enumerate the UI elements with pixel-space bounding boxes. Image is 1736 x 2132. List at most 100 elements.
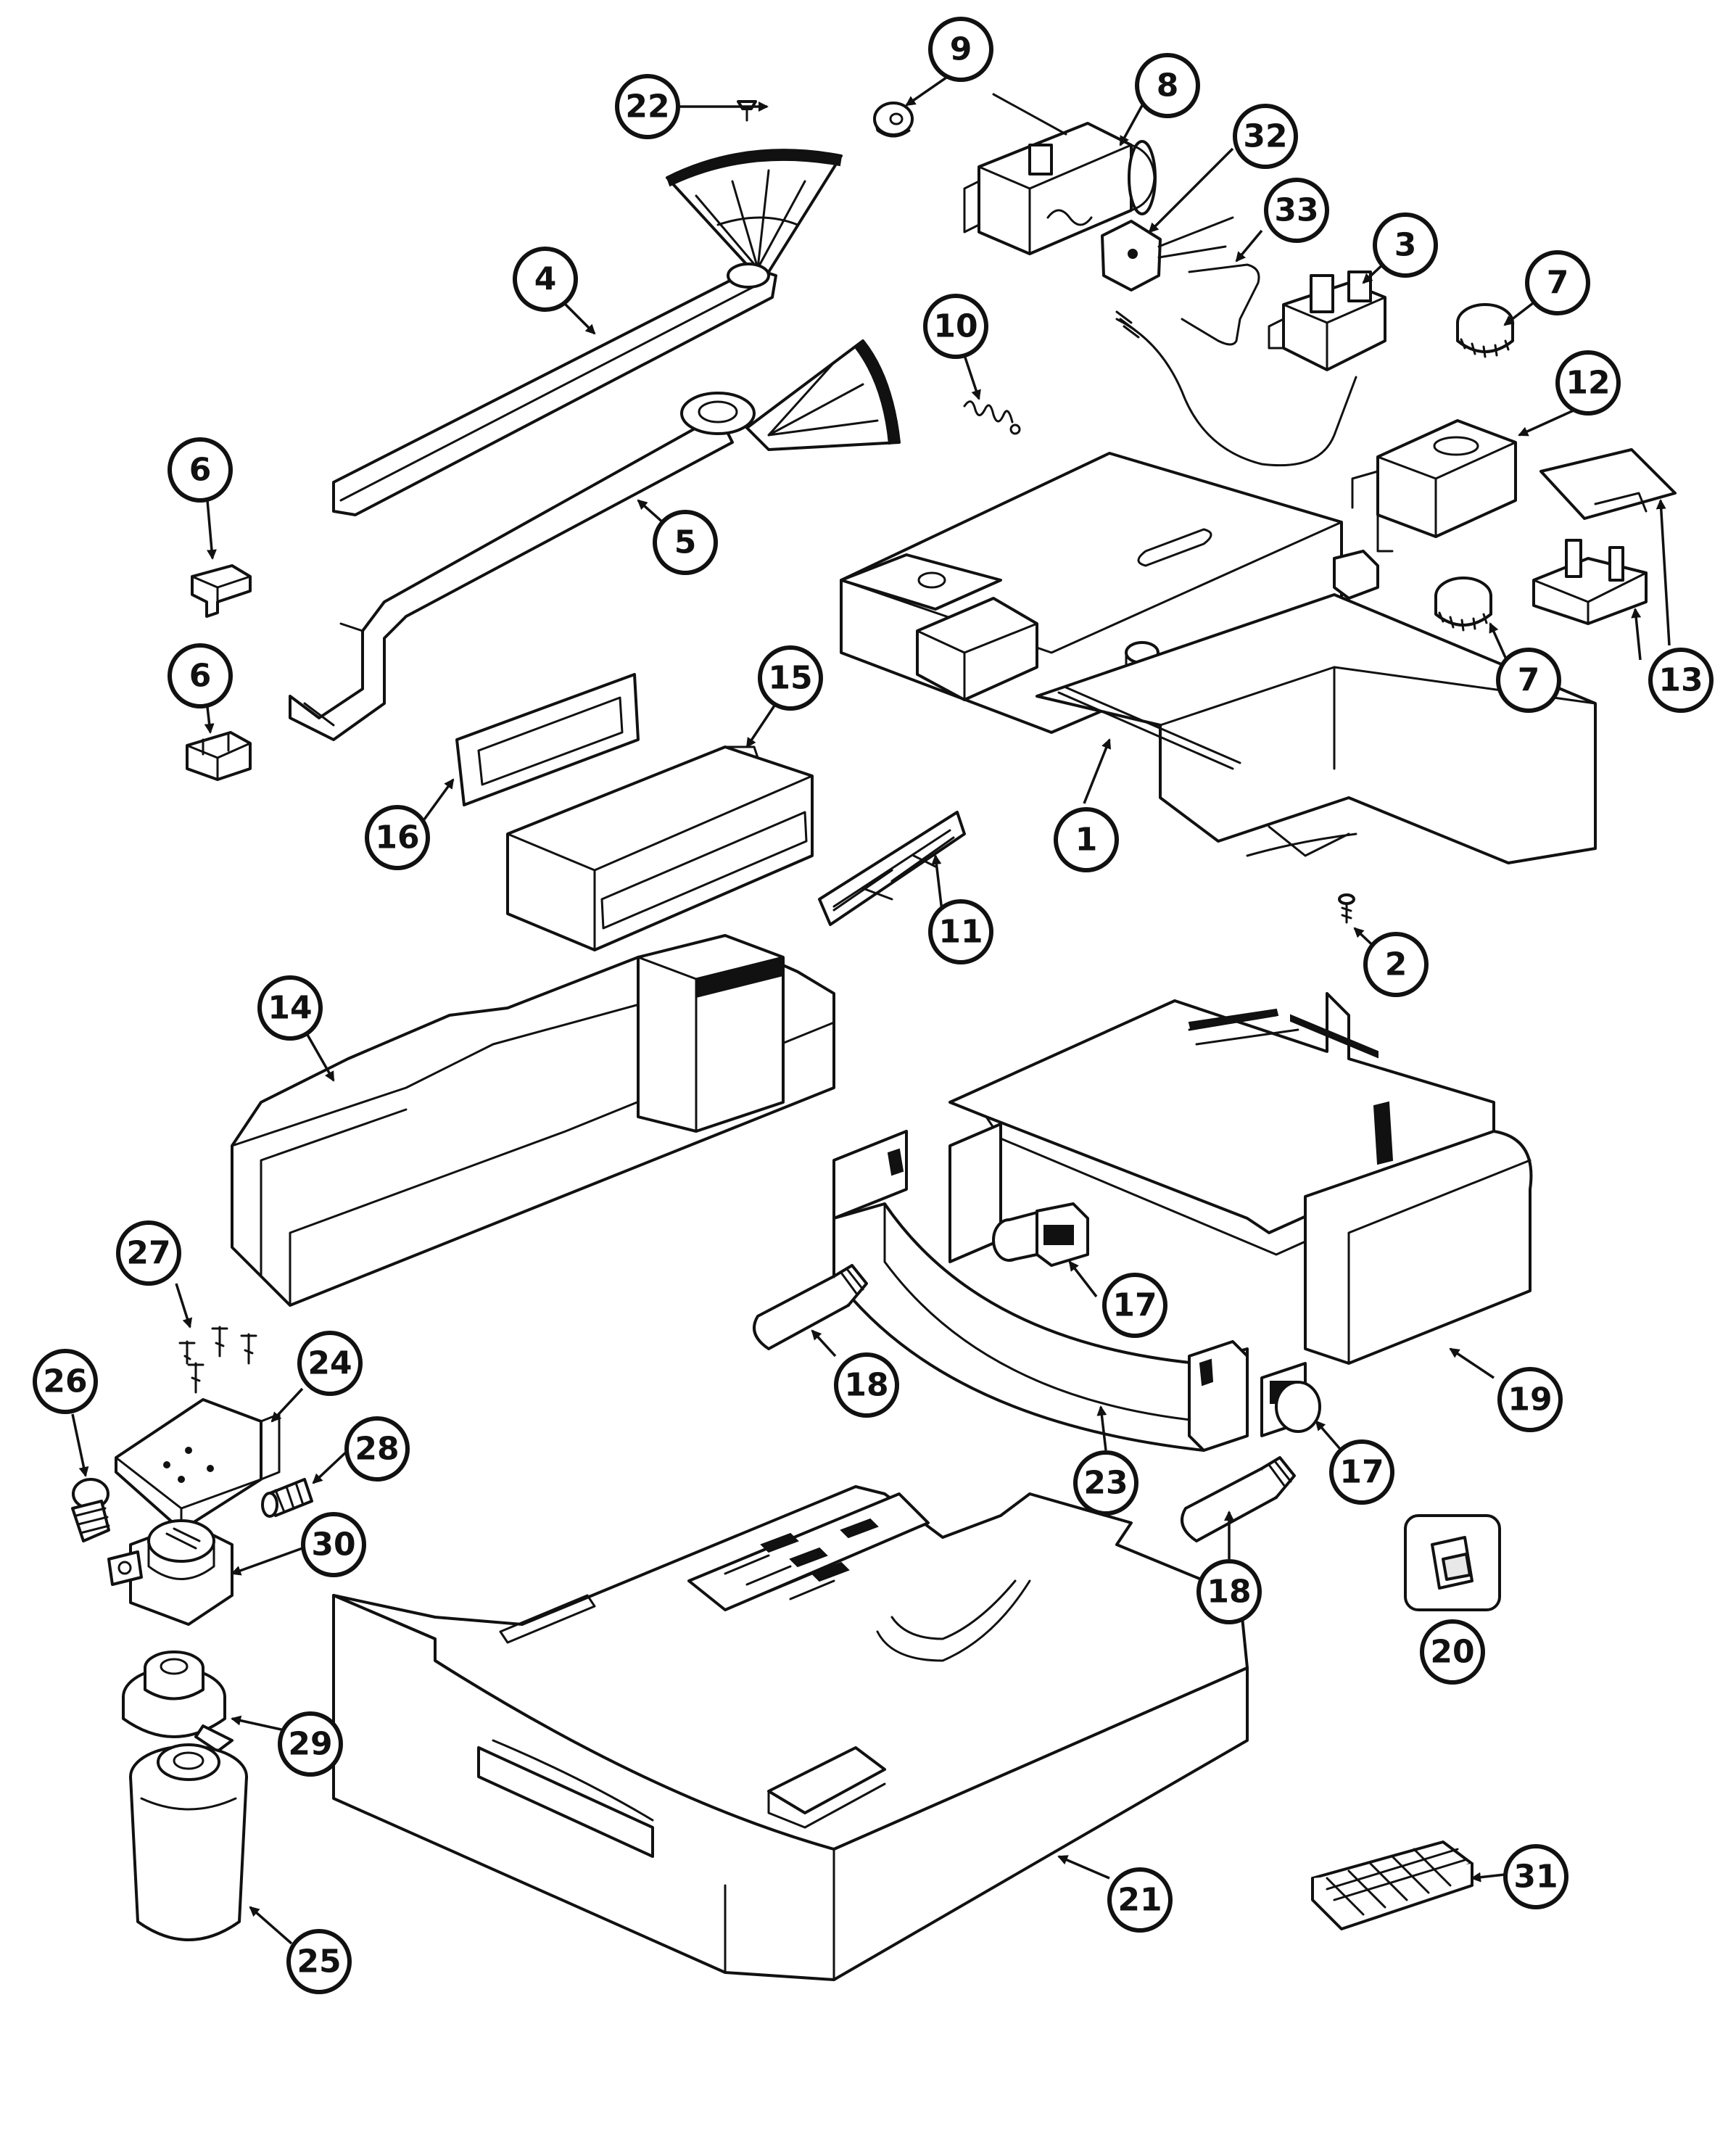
part-26-fitting [71,1478,110,1542]
part-6-clip-lower [186,731,252,781]
callout-7-upper-label: 7 [1547,265,1569,302]
callout-15-label: 15 [768,660,812,697]
part-7-knob-bottom [1434,577,1492,632]
callout-15: 15 [758,645,823,711]
callout-23: 23 [1073,1450,1138,1516]
callout-5-label: 5 [674,524,697,561]
part-3-thermostat [1115,270,1386,467]
callout-18-upper-label: 18 [844,1367,888,1404]
callout-4-label: 4 [534,261,557,298]
part-31-grate [1311,1840,1473,1930]
callout-25-label: 25 [297,1943,341,1980]
part-30-filter-head [107,1519,233,1626]
callout-10-label: 10 [933,308,977,345]
part-19-frame [832,992,1533,1452]
callout-18-upper: 18 [834,1352,899,1418]
part-12-control-box [1351,419,1517,553]
callout-29: 29 [278,1711,343,1777]
callout-27-label: 27 [126,1235,170,1272]
callout-6-upper: 6 [168,437,233,503]
part-27-screws [178,1326,257,1394]
callout-6-lower-label: 6 [189,658,212,695]
callout-17-lower-label: 17 [1339,1454,1384,1491]
callout-7-lower-label: 7 [1518,662,1540,699]
callout-4: 4 [513,247,578,312]
callout-33-label: 33 [1274,192,1318,229]
callout-26-label: 26 [43,1363,87,1400]
part-1-housing [840,452,1597,864]
part-14-chute [231,934,835,1307]
callout-6-lower: 6 [168,643,233,708]
part-5-arm [289,339,901,741]
callout-7-lower: 7 [1496,648,1561,713]
callout-32: 32 [1233,104,1298,169]
callout-32-label: 32 [1243,118,1287,155]
part-22-screw [737,100,757,122]
callout-31-label: 31 [1513,1859,1558,1896]
callout-14: 14 [257,975,323,1041]
part-16-frame [455,673,640,806]
part-4-arm [332,149,843,516]
callout-8-label: 8 [1157,67,1179,104]
callout-30-label: 30 [311,1526,355,1563]
callout-18-lower: 18 [1196,1559,1262,1624]
callout-17-upper-label: 17 [1112,1287,1157,1324]
callout-12: 12 [1555,350,1621,416]
callout-13: 13 [1648,648,1714,713]
callout-27: 27 [116,1220,181,1286]
part-18-bulb-upper [753,1264,868,1350]
callout-24: 24 [297,1331,363,1396]
callout-9: 9 [928,17,993,82]
callout-20-label: 20 [1430,1634,1474,1671]
part-32-switch [1101,216,1234,292]
callout-29-label: 29 [288,1726,332,1763]
part-20-switch [1404,1514,1501,1611]
callout-21: 21 [1107,1867,1173,1933]
part-17-socket-upper [992,1202,1089,1267]
callout-1: 1 [1054,807,1119,872]
callout-23-label: 23 [1083,1465,1128,1502]
callout-1-label: 1 [1075,822,1098,859]
callout-11-label: 11 [938,914,983,951]
part-24-bracket [115,1398,281,1532]
part-33-wire-bracket [1181,263,1260,346]
part-18-bulb-lower [1181,1456,1296,1542]
part-8-solenoid [963,93,1157,255]
part-2-screw [1338,893,1355,924]
part-17-socket-lower [1260,1362,1321,1437]
callout-19-label: 19 [1508,1381,1552,1418]
part-7-knob-top [1456,303,1514,358]
callout-30: 30 [301,1512,366,1577]
callout-8: 8 [1135,53,1200,118]
part-21-base [332,1485,1249,1981]
part-15-duct [506,745,814,951]
callout-3: 3 [1373,212,1438,278]
callout-19: 19 [1497,1367,1563,1432]
callout-21-label: 21 [1117,1882,1162,1919]
callout-24-label: 24 [307,1345,352,1382]
callout-13-label: 13 [1658,662,1703,699]
callout-14-label: 14 [268,990,312,1027]
callout-28-label: 28 [355,1431,399,1468]
callout-17-lower: 17 [1329,1439,1394,1505]
callout-3-label: 3 [1394,227,1417,264]
callout-9-label: 9 [950,31,972,68]
callout-31: 31 [1503,1844,1568,1909]
callout-7-upper: 7 [1525,250,1590,315]
part-10-spring [963,400,1021,435]
callout-17-upper: 17 [1102,1273,1167,1338]
callout-6-upper-label: 6 [189,452,212,489]
part-13-board [1532,448,1677,625]
callout-10: 10 [923,294,988,359]
callout-20: 20 [1420,1619,1485,1685]
callout-22-label: 22 [625,88,669,125]
callout-28: 28 [344,1416,410,1482]
part-28-fitting [261,1478,313,1518]
callout-22: 22 [615,74,680,139]
part-29-filter-cap [122,1650,233,1753]
callout-16: 16 [365,805,430,870]
callout-18-lower-label: 18 [1207,1574,1251,1611]
callout-11: 11 [928,899,993,964]
part-9-roller [873,102,914,138]
